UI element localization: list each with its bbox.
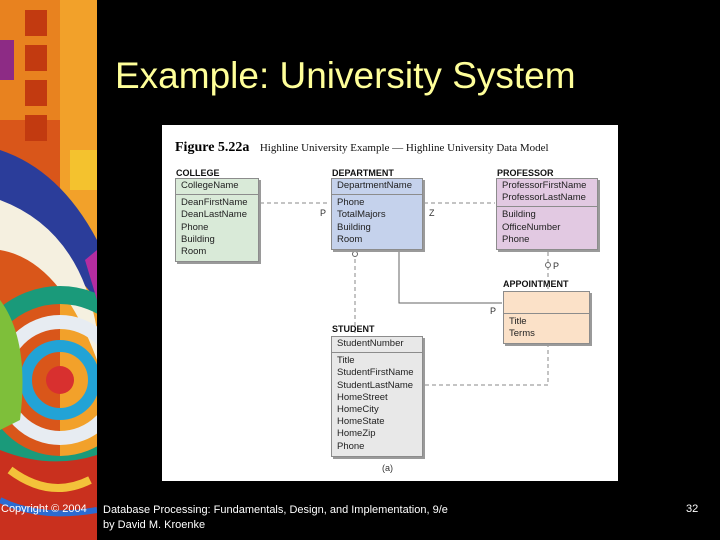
attribute: HomeStreet [337,391,388,403]
book-author-line: by David M. Kroenke [103,519,206,531]
student-entity-label: STUDENT [332,324,375,334]
figure-sublabel: (a) [382,463,393,473]
copyright-notice: Copyright © 2004 [1,503,87,515]
attribute: Phone [502,233,530,245]
attribute: Phone [181,221,209,233]
attribute: Title [337,355,355,367]
attribute: DeanLastName [181,209,248,221]
attribute: Phone [337,197,365,209]
attribute: Room [337,233,363,245]
relationship-label: P [553,261,560,271]
attribute: Phone [337,440,365,452]
attribute: Building [337,221,371,233]
appointment-entity-label: APPOINTMENT [503,279,569,289]
decorative-artwork [0,0,97,540]
relationship-label: P [320,208,327,218]
appointment-key-area [504,292,589,314]
attribute: HomeCity [337,404,379,416]
attribute: DeanFirstName [181,197,248,209]
key-attribute: ProfessorLastName [502,192,586,204]
student-entity: StudentNumber Title StudentFirstName Stu… [331,336,423,457]
professor-entity: ProfessorFirstName ProfessorLastName Bui… [496,178,598,251]
book-title-line: Database Processing: Fundamentals, Desig… [103,504,448,516]
attribute: OfficeNumber [502,221,561,233]
department-entity-label: DEPARTMENT [332,168,394,178]
slide-title: Example: University System [115,55,576,96]
department-entity: DepartmentName Phone TotalMajors Buildin… [331,178,423,251]
key-attribute: StudentNumber [337,338,404,349]
attribute: Room [181,246,207,258]
key-attribute: ProfessorFirstName [502,180,587,191]
attribute: StudentLastName [337,379,414,391]
attribute: HomeZip [337,428,376,440]
page-number: 32 [686,503,699,515]
attribute: Terms [509,328,535,340]
relationship-label: P [490,306,497,316]
attribute: Building [502,209,536,221]
attribute: Building [181,233,215,245]
relationship-lines [260,202,551,386]
book-citation: Database Processing: Fundamentals, Desig… [103,503,448,533]
data-model-figure: Figure 5.22a Highline University Example… [162,125,618,481]
figure-number: Figure 5.22a [175,140,250,155]
key-attribute: DepartmentName [337,180,412,191]
attribute: HomeState [337,416,385,428]
key-attribute: CollegeName [181,180,239,191]
attribute: Title [509,316,527,327]
relationship-label: Z [429,208,435,218]
appointment-entity: Title Terms [503,291,590,345]
attribute: TotalMajors [337,209,386,221]
college-entity-label: COLLEGE [176,168,220,178]
figure-header: Figure 5.22a Highline University Example… [175,138,549,156]
professor-entity-label: PROFESSOR [497,168,554,178]
college-entity: CollegeName DeanFirstName DeanLastName P… [175,178,259,263]
attribute: StudentFirstName [337,367,414,379]
figure-caption: Highline University Example — Highline U… [259,142,549,154]
